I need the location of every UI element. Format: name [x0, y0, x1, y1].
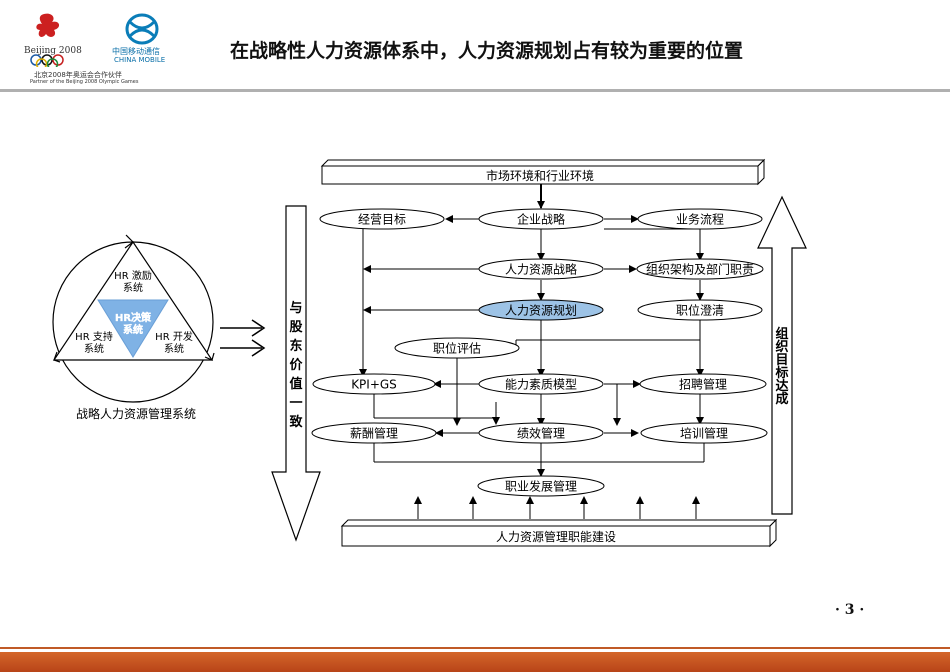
node-competency-model: 能力素质模型 — [478, 373, 604, 395]
svg-text:人力资源管理职能建设: 人力资源管理职能建设 — [496, 529, 616, 544]
node-recruitment: 招聘管理 — [639, 373, 767, 395]
flow-connectors — [359, 184, 705, 519]
node-position-clarify: 职位澄清 — [637, 299, 763, 321]
node-label: KPI+GS — [351, 378, 397, 392]
hr-function-bar: 人力资源管理职能建设 — [340, 518, 778, 548]
partner-text-cn: 北京2008年奥运会合作伙伴 — [34, 71, 122, 79]
node-training: 培训管理 — [640, 422, 768, 444]
strategic-hr-cycle: HR 激励系统 HR 支持系统 HR 开发系统 HR决策系统 战略人力资源管理系… — [52, 234, 215, 421]
node-hr-planning: 人力资源规划 — [478, 299, 604, 321]
cycle-center-label: HR决策系统 — [115, 311, 152, 336]
china-mobile-logo-cn: 中国移动通信 — [112, 47, 160, 56]
market-environment-bar: 市场环境和行业环境 — [320, 158, 766, 186]
china-mobile-logo-icon — [125, 13, 159, 45]
node-label: 人力资源规划 — [505, 303, 577, 318]
page-number: · 3 · — [835, 602, 865, 618]
node-label: 经营目标 — [358, 213, 406, 227]
node-label: 企业战略 — [517, 212, 565, 227]
page-title: 在战略性人力资源体系中，人力资源规划占有较为重要的位置 — [230, 40, 744, 62]
footer-band — [0, 652, 950, 672]
olympic-logo-text: Beijing 2008 — [24, 46, 82, 56]
cycle-top-label: HR 激励系统 — [114, 269, 152, 294]
footer-line — [0, 647, 950, 649]
node-compensation: 薪酬管理 — [311, 422, 437, 444]
header: Beijing 2008 中国移动通信 CHINA MOBILE 北京2008年… — [0, 0, 950, 92]
china-mobile-logo-en: CHINA MOBILE — [114, 56, 166, 64]
cycle-to-flow-arrows — [220, 319, 266, 357]
node-hr-strategy: 人力资源战略 — [478, 258, 604, 280]
node-performance: 绩效管理 — [478, 422, 604, 444]
org-goal-arrow: 组织目标达成 — [757, 195, 807, 515]
node-label: 组织架构及部门职责 — [646, 262, 754, 277]
node-position-eval: 职位评估 — [394, 337, 520, 359]
cycle-right-label: HR 开发系统 — [155, 330, 193, 355]
node-label: 人力资源战略 — [505, 262, 577, 277]
svg-text:与股东价值一致: 与股东价值一致 — [289, 301, 303, 430]
node-org-structure: 组织架构及部门职责 — [636, 258, 764, 280]
partner-text-en: Partner of the Beijing 2008 Olympic Game… — [30, 79, 139, 85]
node-label: 职位澄清 — [676, 303, 724, 318]
node-label: 培训管理 — [680, 426, 728, 441]
header-divider — [0, 89, 950, 92]
node-label: 能力素质模型 — [505, 378, 577, 392]
node-label: 职业发展管理 — [505, 479, 577, 494]
node-label: 招聘管理 — [679, 377, 727, 392]
node-corporate-strategy: 企业战略 — [478, 208, 604, 230]
node-label: 绩效管理 — [517, 426, 565, 441]
node-kpi-gs: KPI+GS — [312, 373, 436, 395]
node-label: 职位评估 — [433, 341, 481, 356]
shareholder-value-arrow: 与股东价值一致 — [271, 205, 321, 542]
decision-triangle — [97, 299, 169, 358]
node-business-goals: 经营目标 — [319, 208, 445, 230]
svg-text:组织目标达成: 组织目标达成 — [774, 326, 788, 407]
svg-text:市场环境和行业环境: 市场环境和行业环境 — [486, 168, 594, 183]
cycle-caption: 战略人力资源管理系统 — [76, 406, 196, 421]
node-career-dev: 职业发展管理 — [477, 475, 605, 497]
cycle-left-label: HR 支持系统 — [75, 330, 113, 355]
olympic-logo-icon — [30, 13, 64, 67]
node-label: 业务流程 — [676, 212, 724, 227]
node-business-process: 业务流程 — [637, 208, 763, 230]
node-label: 薪酬管理 — [350, 426, 398, 441]
